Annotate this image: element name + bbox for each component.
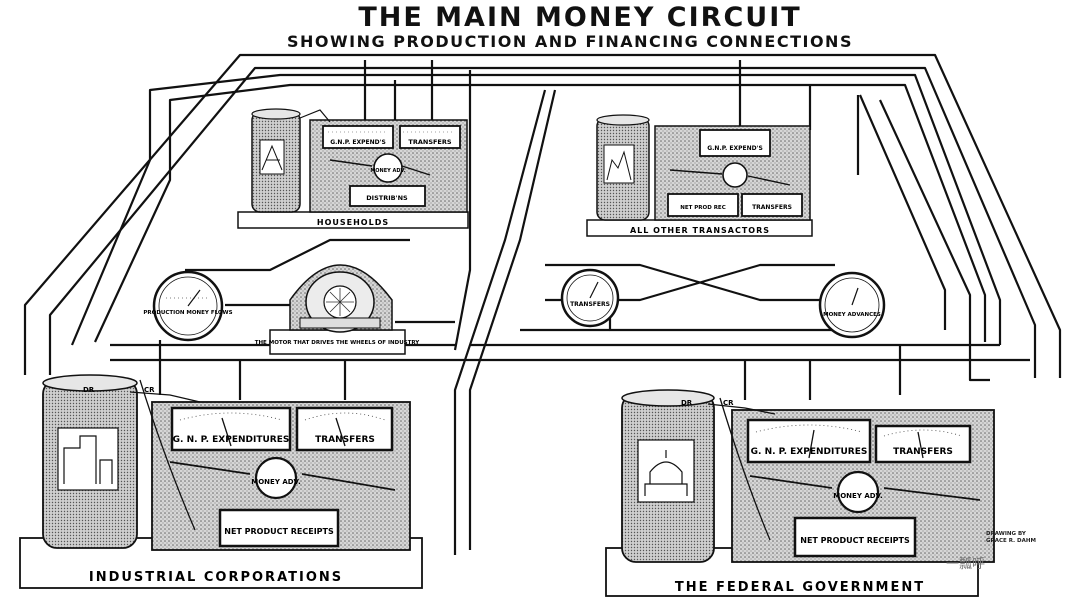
government-transfers-meter-label: TRANSFERS [893, 447, 953, 457]
corporations-money-adv-label: MONEY ADV. [251, 478, 300, 486]
government-unit: DR CR G. N. P. EXPENDITURES TRANSFERS MO… [606, 390, 994, 596]
government-net-product-label: NET PRODUCT RECEIPTS [800, 536, 910, 545]
motor-label: THE MOTOR THAT DRIVES THE WHEELS OF INDU… [255, 340, 421, 346]
other-money-adv-meter [723, 163, 747, 187]
other-gnp-meter-label: G.N.P. EXPEND'S [707, 145, 763, 152]
other-gnp-meter [700, 130, 770, 156]
households-transfers-meter-label: TRANSFERS [408, 138, 451, 146]
diagram-title: THE MAIN MONEY CIRCUIT [0, 2, 1080, 33]
corporations-label: INDUSTRIAL CORPORATIONS [89, 570, 343, 585]
watermark: 一瓢呼 [946, 553, 985, 572]
money-advances-gauge: MONEY ADVANCES [820, 273, 884, 337]
households-money-adv-label: MONEY ADV. [370, 168, 405, 174]
other-transfers-label: TRANSFERS [752, 204, 792, 211]
corporations-unit: DR CR G. N. P. EXPENDITURES TRANSFERS MO… [20, 375, 422, 588]
households-distributions-label: DISTRIB'NS [366, 194, 408, 202]
households-gnp-meter-label: G.N.P. EXPEND'S [330, 139, 386, 146]
other-transactors-unit: G.N.P. EXPEND'S NET PROD REC TRANSFERS A… [587, 115, 812, 236]
production-flows-gauge: PRODUCTION MONEY FLOWS [143, 272, 232, 340]
government-gnp-meter-label: G. N. P. EXPENDITURES [751, 447, 868, 457]
drawing-credit: DRAWING BY GRACE R. DAHM [986, 531, 1042, 545]
corporations-transfers-meter-label: TRANSFERS [315, 435, 375, 445]
government-dr-mark: DR [681, 399, 693, 407]
government-label: THE FEDERAL GOVERNMENT [675, 580, 925, 595]
transfers-gauge: TRANSFERS [562, 270, 618, 326]
households-label: HOUSEHOLDS [317, 218, 389, 227]
other-label: ALL OTHER TRANSACTORS [630, 226, 770, 235]
money-advances-gauge-label: MONEY ADVANCES [823, 312, 881, 318]
transfers-gauge-label: TRANSFERS [570, 301, 610, 308]
government-money-adv-label: MONEY ADV. [833, 492, 882, 500]
corporations-net-product-label: NET PRODUCT RECEIPTS [224, 527, 334, 536]
corporations-gnp-meter-label: G. N. P. EXPENDITURES [173, 435, 290, 445]
production-gauge-label: PRODUCTION MONEY FLOWS [143, 310, 232, 316]
corporations-dr-mark: DR [83, 386, 95, 394]
diagram-subtitle: SHOWING PRODUCTION AND FINANCING CONNECT… [0, 32, 1080, 51]
motor-unit: THE MOTOR THAT DRIVES THE WHEELS OF INDU… [255, 265, 421, 354]
households-unit: G.N.P. EXPEND'S TRANSFERS MONEY ADV. DIS… [238, 109, 468, 228]
other-net-prod-label: NET PROD REC [680, 205, 725, 211]
